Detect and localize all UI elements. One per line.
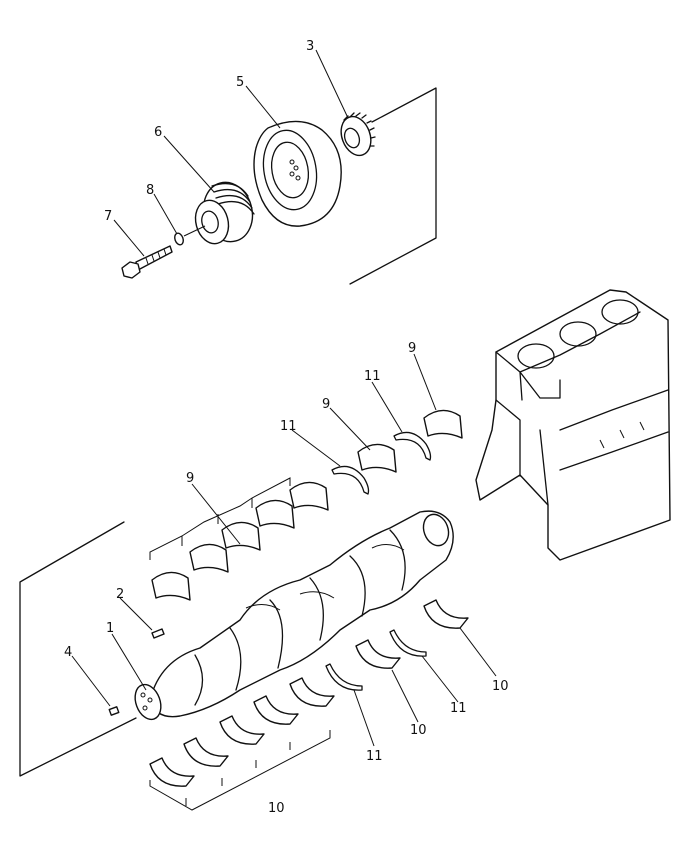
callout-10-middle: 10	[410, 723, 427, 738]
callout-labels: 3 5 6 8 7 9 11 9 11 9 2 1 4 10 11 10 11 …	[64, 39, 509, 816]
callout-4: 4	[64, 645, 72, 660]
callout-3: 3	[306, 39, 314, 54]
timing-gear	[340, 112, 376, 157]
callout-2: 2	[116, 587, 124, 602]
callout-11-upper-right: 11	[364, 369, 381, 384]
dowel-pin	[108, 706, 120, 716]
callout-11-lower-left: 11	[366, 749, 383, 764]
callout-10-right: 10	[492, 679, 509, 694]
thrust-washers	[325, 431, 432, 691]
callout-11-lower-right: 11	[450, 701, 467, 716]
woodruff-key	[151, 628, 165, 639]
callout-8: 8	[146, 183, 154, 198]
damper-disc	[253, 120, 342, 227]
crank-pulley	[194, 181, 255, 245]
callout-10-bottom: 10	[268, 801, 285, 816]
leader-lines	[71, 49, 497, 747]
cylinder-block	[475, 289, 671, 561]
callout-5: 5	[236, 75, 244, 90]
callout-6: 6	[154, 125, 162, 140]
pulley-bolt	[121, 245, 173, 279]
upper-main-bearing-shells	[151, 409, 463, 601]
bracket-lines	[19, 477, 331, 811]
lower-main-bearing-shells	[149, 599, 469, 787]
top-assembly-bracket	[349, 87, 437, 285]
callout-9-right: 9	[408, 341, 416, 356]
callout-11-upper-left: 11	[280, 419, 297, 434]
callout-9-left: 9	[186, 471, 194, 486]
crankshaft	[134, 510, 454, 721]
callout-1: 1	[106, 621, 114, 636]
callout-7: 7	[104, 209, 112, 224]
callout-9-middle: 9	[322, 397, 330, 412]
